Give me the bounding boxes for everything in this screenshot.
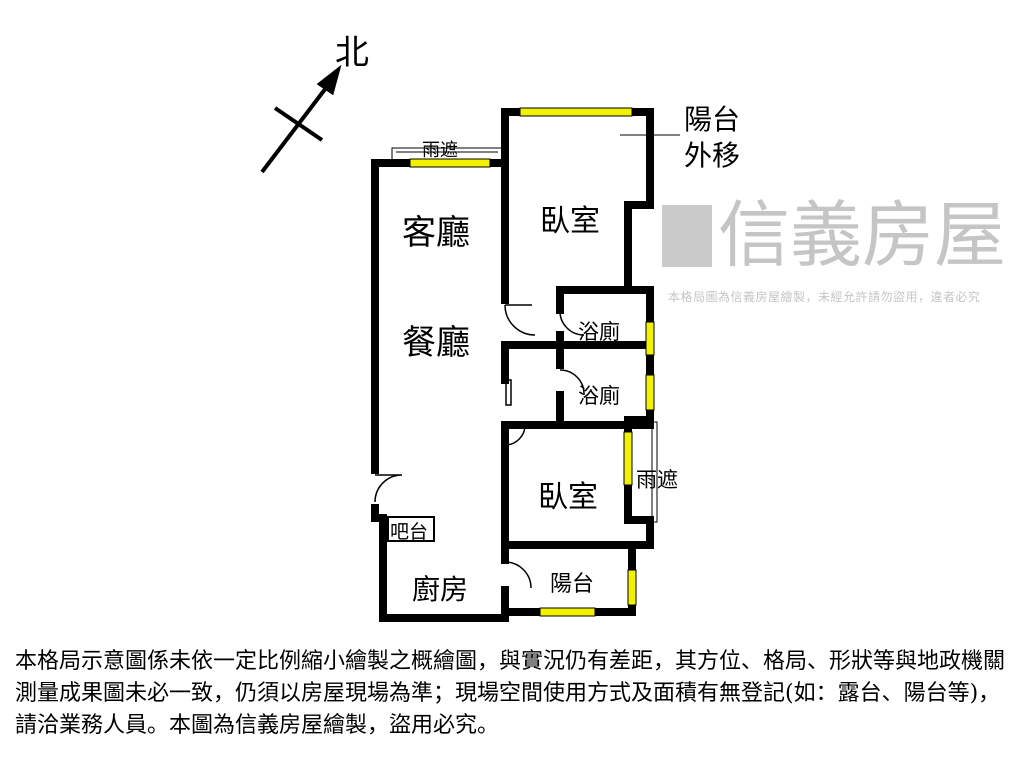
balcony-moved-label: 陽台 外移 (684, 103, 741, 172)
room-label-balcony: 陽台 (550, 572, 595, 597)
watermark-brand: 信義房屋 (718, 193, 1007, 277)
room-label-dining: 餐廳 (402, 323, 470, 363)
canopy-right-label: 雨遮 (636, 468, 678, 492)
room-label-bedroom1: 臥室 (540, 204, 600, 239)
disclaimer-text: 本格局示意圖係未依一定比例縮小繪製之概繪圖，與實況仍有差距，其方位、格局、形狀等… (15, 649, 1006, 738)
canopy-top-label: 雨遮 (422, 140, 458, 161)
bar-label: 吧台 (390, 521, 429, 543)
north-arrow-icon (260, 64, 342, 174)
room-label-bedroom2: 臥室 (538, 480, 598, 515)
watermark-notice: 本格局圖為信義房屋繪製，未經允許請勿盜用，違者必究 (668, 290, 981, 304)
room-label-bath2: 浴廁 (578, 384, 620, 408)
room-label-living: 客廳 (402, 213, 470, 253)
room-label-bath1: 浴廁 (578, 320, 620, 344)
room-label-kitchen: 廚房 (412, 573, 469, 606)
doors (374, 304, 585, 589)
compass-label: 北 (335, 33, 369, 73)
windows (409, 107, 655, 617)
watermark-logo-icon (662, 205, 712, 267)
bar-counter (387, 516, 435, 542)
canopy-right (651, 421, 658, 523)
